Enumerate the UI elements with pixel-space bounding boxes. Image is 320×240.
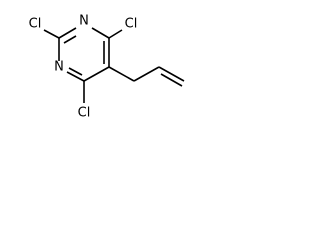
bond-ch-ch2-single [158,66,185,82]
bond-ch-ch2-double [160,73,183,87]
bond-c2-n3-double [63,35,77,44]
atom-label-cl-top-left: Cl [29,17,42,32]
atom-label-cl-bottom: Cl [78,106,91,121]
structure-canvas: Cl N Cl N Cl [0,0,226,137]
bond-c6-n1-double [68,67,83,76]
bond-c5-ch2 [108,66,135,82]
bond-n3-c4 [91,27,110,39]
bond-c6-n1 [66,71,85,82]
bond-ch2-ch [133,66,160,82]
bond-c2-n3 [58,27,77,39]
bond-c5-c6 [83,66,110,82]
atom-label-n-top: N [79,14,89,29]
bond-c2-cl [43,29,60,39]
atom-label-n-left: N [54,60,64,75]
atom-label-cl-top-right: Cl [125,17,138,32]
bond-c4-cl [108,29,123,39]
molecule-diagram: Cl N Cl N Cl [29,14,185,121]
